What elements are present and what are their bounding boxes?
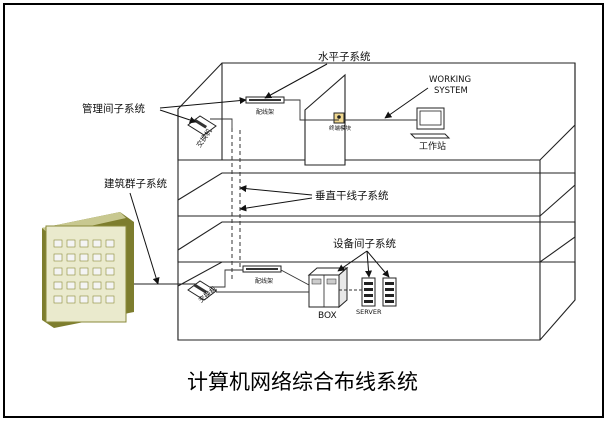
floor-slab-top <box>177 62 576 161</box>
label-equipment: 设备间子系统 <box>333 237 396 250</box>
server-label: SERVER <box>356 308 382 316</box>
wall-outlet: 终端模块 <box>329 112 352 132</box>
backbone-cable <box>231 128 241 280</box>
cables-bottom <box>210 269 362 293</box>
outlet-label: 终端模块 <box>329 124 352 132</box>
equipment-box: BOX <box>307 266 349 321</box>
label-system: SYSTEM <box>434 86 468 96</box>
office-building <box>42 212 205 328</box>
label-horizontal: 水平子系统 <box>318 50 371 63</box>
box-label: BOX <box>318 311 337 321</box>
floor-slab-bottom <box>177 261 576 341</box>
label-management: 管理间子系统 <box>82 102 145 115</box>
diagram-title: 计算机网络综合布线系统 <box>187 370 418 394</box>
workstation-computer: 工作站 <box>409 107 451 152</box>
cables-top <box>210 99 417 130</box>
patch-top-label: 配线架 <box>256 108 274 116</box>
workstation-label: 工作站 <box>419 140 446 152</box>
label-building: 建筑群子系统 <box>104 177 167 190</box>
building-structure <box>177 62 576 341</box>
outer-frame <box>3 3 604 418</box>
label-backbone: 垂直干线子系统 <box>315 189 389 202</box>
building-windows <box>53 239 115 304</box>
label-working: WORKING <box>429 75 471 85</box>
server-rack-2 <box>382 277 397 307</box>
patch-bottom-label: 配线架 <box>255 277 273 285</box>
patch-panel-bottom: 配线架 <box>242 265 282 285</box>
callouts: 水平子系统 管理间子系统 WORKING SYSTEM 建筑群子系统 垂直干线子… <box>82 50 471 285</box>
server-rack-1 <box>361 277 376 307</box>
